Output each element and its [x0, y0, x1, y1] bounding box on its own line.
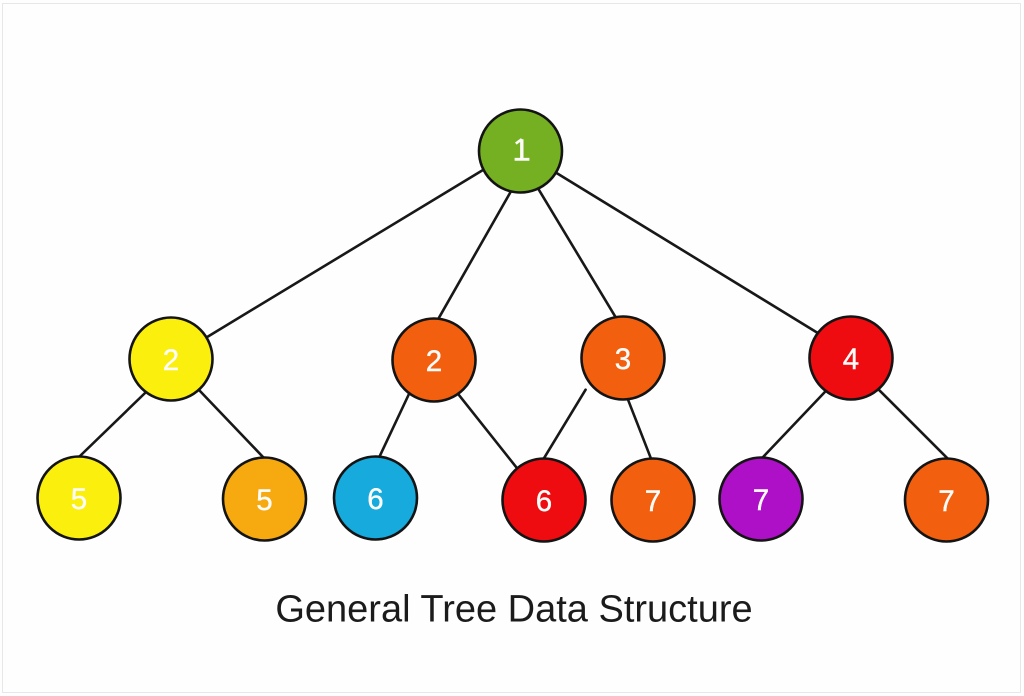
svg-text:3: 3 [615, 343, 631, 376]
svg-text:5: 5 [256, 484, 272, 517]
svg-text:2: 2 [163, 344, 179, 377]
svg-text:6: 6 [536, 485, 552, 518]
svg-text:7: 7 [645, 485, 661, 518]
svg-text:7: 7 [938, 485, 954, 518]
svg-text:5: 5 [71, 483, 87, 516]
svg-text:7: 7 [753, 484, 769, 517]
svg-text:2: 2 [426, 345, 442, 378]
svg-text:6: 6 [367, 483, 383, 516]
svg-text:General Tree Data Structure: General Tree Data Structure [275, 589, 752, 631]
svg-text:4: 4 [843, 343, 859, 376]
